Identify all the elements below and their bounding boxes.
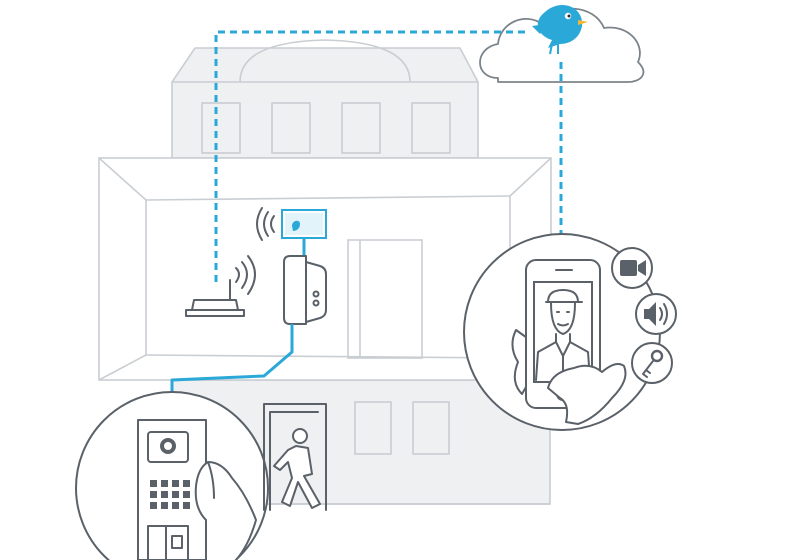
building-window — [271, 102, 311, 154]
door-station-icon — [137, 419, 207, 560]
building-dome — [239, 39, 411, 83]
building-window — [341, 102, 381, 154]
building-window — [412, 401, 450, 455]
entrance-door — [263, 403, 327, 511]
building-window — [201, 102, 241, 154]
building-window — [411, 102, 451, 154]
key-icon — [631, 342, 673, 384]
building — [98, 39, 552, 505]
video-camera-icon — [611, 247, 653, 289]
room-door — [347, 239, 423, 359]
smartphone-zoom — [463, 233, 661, 431]
router-icon — [185, 255, 256, 317]
bridge-device-icon — [283, 255, 327, 325]
building-window — [354, 401, 392, 455]
cloud-icon — [479, 7, 645, 83]
speaker-icon — [635, 293, 677, 335]
walking-person-icon — [273, 428, 321, 509]
door-station-zoom — [75, 391, 269, 560]
router-cloud-link — [214, 30, 526, 282]
bird-logo-icon — [532, 4, 588, 55]
indoor-monitor-icon — [256, 207, 327, 241]
